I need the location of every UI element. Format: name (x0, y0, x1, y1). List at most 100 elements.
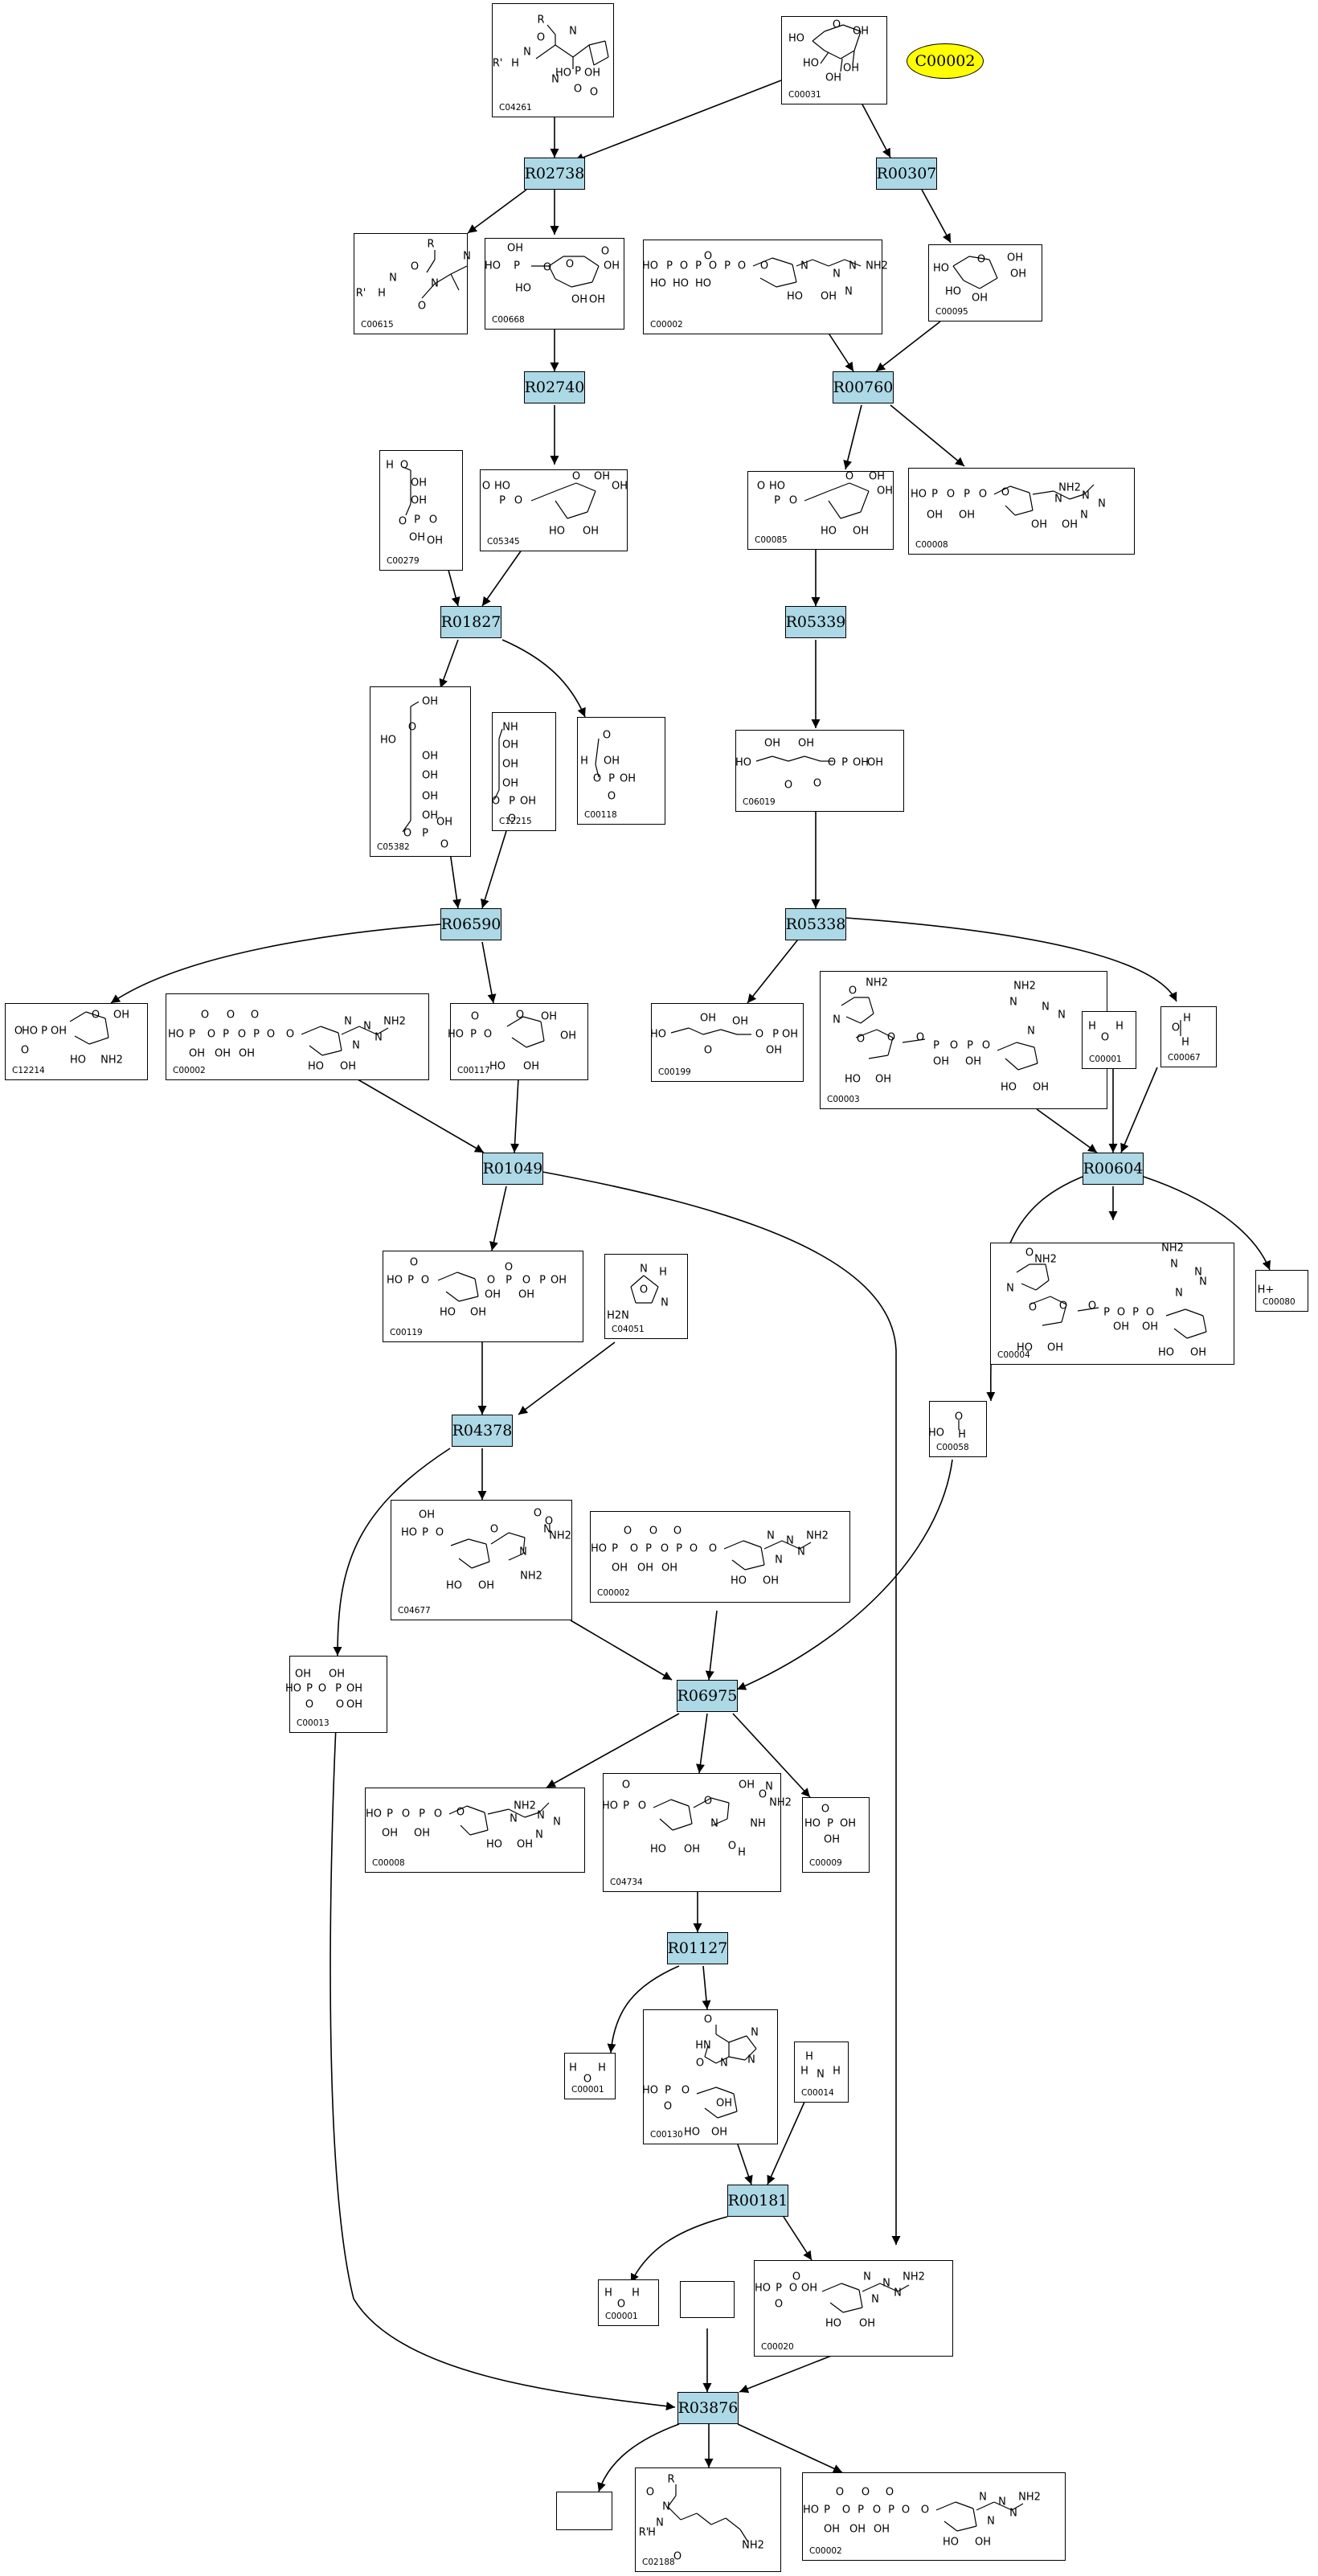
atom-label: OH (541, 1011, 557, 1023)
atom-label: N (1194, 1267, 1202, 1279)
bond-line (727, 1802, 730, 1820)
atom-label: OH (478, 1580, 494, 1592)
compound-id-label: C00067 (1168, 1053, 1201, 1063)
reaction-node-r06590[interactable]: R06590 (440, 908, 501, 940)
reaction-node-r00307[interactable]: R00307 (876, 158, 937, 190)
bond-line (450, 265, 468, 275)
atom-label: N (537, 1810, 545, 1822)
reaction-node-r02738[interactable]: R02738 (524, 158, 585, 190)
bond-line (548, 265, 556, 280)
compound-id-label: C00118 (584, 810, 617, 820)
reaction-node-r05338[interactable]: R05338 (785, 908, 846, 940)
reaction-node-r01049[interactable]: R01049 (482, 1153, 543, 1185)
reaction-node-r01827[interactable]: R01827 (440, 606, 501, 638)
atom-label: O (267, 1029, 275, 1041)
bond-line (410, 701, 420, 707)
reaction-node-r04378[interactable]: R04378 (452, 1415, 513, 1447)
atom-label: O (673, 1526, 682, 1538)
compound-id-label: C00031 (788, 90, 821, 100)
compound-id-label: C05345 (487, 537, 520, 547)
atom-label: HO (494, 481, 510, 493)
reaction-node-r00604[interactable]: R00604 (1083, 1153, 1144, 1185)
bond-line (720, 1029, 738, 1035)
atom-label: H (738, 1847, 746, 1859)
atom-label: HO (673, 278, 689, 290)
atom-label: OH (700, 1013, 716, 1025)
atom-label: N (998, 2496, 1006, 2508)
bond-line (1035, 1280, 1050, 1291)
reaction-node-r02740[interactable]: R02740 (524, 371, 585, 403)
edge (845, 917, 1177, 1002)
reaction-node-r05339[interactable]: R05339 (785, 606, 846, 638)
reaction-node-r03876[interactable]: R03876 (677, 2392, 739, 2424)
empty-compound-node[interactable] (680, 2281, 735, 2318)
atom-label: N (710, 1818, 718, 1830)
bond-line (840, 511, 862, 519)
reaction-node-r06975[interactable]: R06975 (677, 1680, 738, 1712)
bond-line (670, 1027, 690, 1034)
atom-label: H (598, 2062, 606, 2074)
compound-id-label: C00130 (650, 2130, 683, 2140)
reaction-node-r00181[interactable]: R00181 (727, 2185, 788, 2217)
selected-compound-node[interactable]: C00002 (907, 43, 984, 79)
edge (481, 830, 507, 909)
compound-id-label: C00199 (658, 1067, 691, 1077)
compound-node-c00080[interactable]: H+C00080 (1255, 1270, 1308, 1312)
atom-label: O (403, 828, 411, 840)
atom-label: HO (285, 1683, 301, 1695)
atom-label: H (511, 58, 519, 70)
atom-label: N (1080, 510, 1088, 522)
empty-compound-node[interactable] (556, 2492, 612, 2530)
reaction-node-r00760[interactable]: R00760 (833, 371, 894, 403)
atom-label: O (902, 2504, 910, 2517)
compound-id-label: C00002 (650, 320, 683, 330)
atom-label: O (545, 1516, 553, 1528)
atom-label: O (955, 1411, 963, 1423)
bond-line (88, 1037, 109, 1045)
bond-line (876, 1029, 894, 1038)
compound-id-label: C02188 (642, 2558, 675, 2567)
reaction-node-r01127[interactable]: R01127 (667, 1932, 728, 1964)
